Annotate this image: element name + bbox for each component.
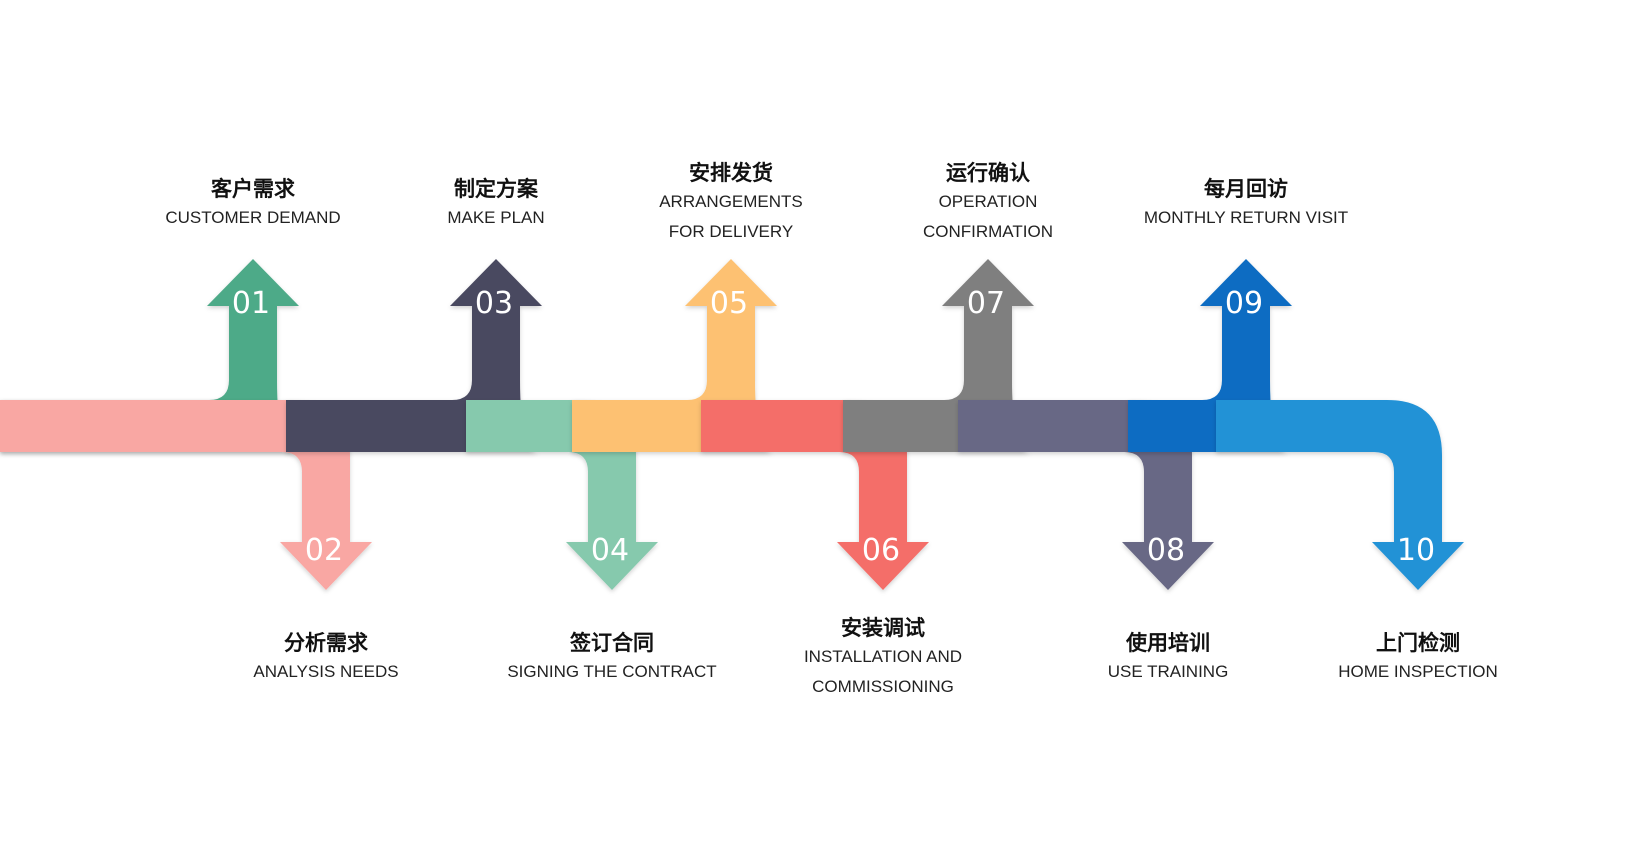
step-04-title: 签订合同 — [570, 631, 654, 655]
step-02-number: 02 — [305, 533, 343, 568]
step-07-subtitle: OPERATION — [938, 192, 1038, 211]
step-09-number: 09 — [1225, 286, 1263, 321]
step-05-title: 安排发货 — [689, 161, 773, 185]
step-01-number: 01 — [232, 286, 270, 321]
step-10-subtitle: HOME INSPECTION — [1338, 662, 1498, 681]
step-07-title: 运行确认 — [946, 161, 1030, 185]
step-08-subtitle: USE TRAINING — [1107, 662, 1229, 681]
step-02-arrow — [0, 400, 372, 590]
step-09-subtitle: MONTHLY RETURN VISIT — [1143, 208, 1349, 227]
step-03-subtitle: MAKE PLAN — [447, 208, 545, 227]
step-04-number: 04 — [591, 533, 629, 568]
step-01-subtitle: CUSTOMER DEMAND — [165, 208, 341, 227]
step-01-title: 客户需求 — [211, 177, 295, 201]
step-06-subtitle: COMMISSIONING — [812, 677, 954, 696]
step-06-number: 06 — [862, 533, 900, 568]
step-09-title: 每月回访 — [1204, 177, 1288, 201]
step-04-subtitle: SIGNING THE CONTRACT — [507, 662, 717, 681]
step-10-title: 上门检测 — [1376, 631, 1460, 655]
step-08-number: 08 — [1147, 533, 1185, 568]
step-10-arrow — [1216, 400, 1464, 590]
step-02-subtitle: ANALYSIS NEEDS — [253, 662, 399, 681]
step-05-number: 05 — [710, 286, 748, 321]
step-02-title: 分析需求 — [284, 631, 368, 655]
step-06-subtitle: INSTALLATION AND — [803, 647, 963, 666]
step-07-subtitle: CONFIRMATION — [922, 222, 1053, 241]
step-06-title: 安装调试 — [841, 616, 925, 640]
step-03-number: 03 — [475, 286, 513, 321]
step-07-number: 07 — [967, 286, 1005, 321]
step-08-title: 使用培训 — [1126, 631, 1210, 655]
step-03-title: 制定方案 — [454, 177, 538, 201]
step-10-number: 10 — [1397, 533, 1435, 568]
step-05-subtitle: FOR DELIVERY — [668, 222, 794, 241]
step-05-subtitle: ARRANGEMENTS — [659, 192, 803, 211]
